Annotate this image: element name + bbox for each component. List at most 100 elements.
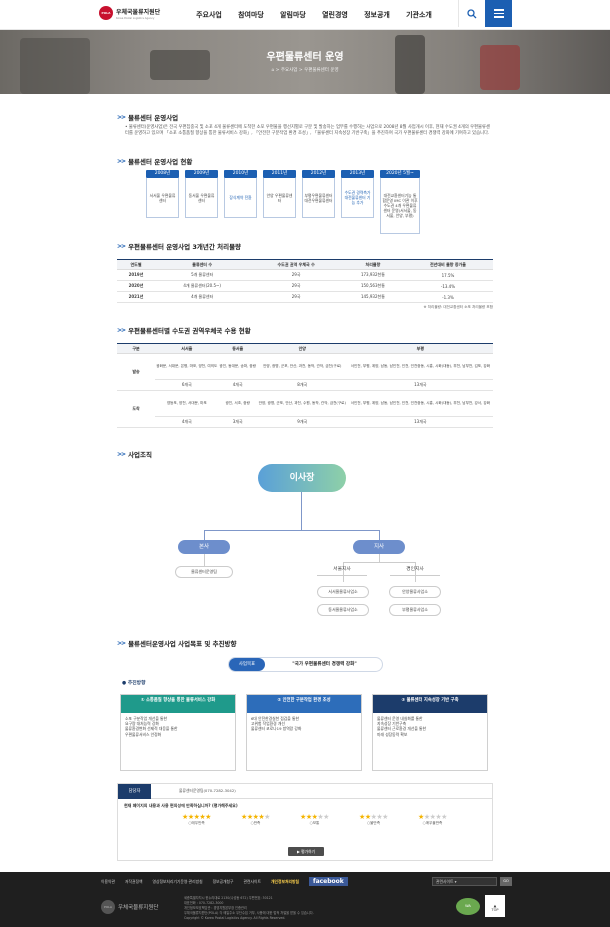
breadcrumb: ⌂ > 주요사업 > 우편물류센터 운영 bbox=[271, 68, 339, 73]
footer-address: 세종특별자치시 한누리대로 2130(나성동 672) 우편번호: 30121 … bbox=[184, 896, 314, 920]
timeline-item: 2020년 5월~대전교환센터기능 통합운영 IMC 이관 이후 수도권 4개 … bbox=[380, 170, 420, 234]
org-name: 우체국물류지원단 bbox=[116, 8, 161, 16]
section-title: 물류센터 운영사업 현황 bbox=[128, 158, 193, 166]
submit-rating-button[interactable]: ▶ 평가하기 bbox=[288, 847, 324, 856]
family-site-go-button[interactable]: GO bbox=[500, 877, 512, 886]
org-subtitle: Korea Postal Logistics Agency bbox=[116, 16, 155, 20]
goal-text: "국가 우편물류센터 경쟁력 강화" bbox=[292, 662, 357, 667]
section-arrow-icon: >> bbox=[117, 450, 126, 458]
business-goal: 사업목표 "국가 우편물류센터 경쟁력 강화" bbox=[228, 657, 383, 672]
rating-option[interactable]: ★★★★★○매우만족 bbox=[167, 813, 226, 826]
section-title: 물류센터운영사업 사업목표 및 추진방향 bbox=[128, 640, 237, 648]
org-gyeongin-branch: 경인지사 bbox=[390, 564, 440, 576]
footer-link[interactable]: 저작권정책 bbox=[124, 878, 143, 884]
contact-info: 물류센터운영팀(070-7282-3042) bbox=[179, 788, 236, 793]
survey-question: 현재 페이지의 내용과 사용 편의성에 만족하십니까? (평가해주세요) bbox=[124, 803, 238, 808]
rating-option[interactable]: ★★★★★○보통 bbox=[285, 813, 344, 826]
page-visual-banner: 우편물류센터 운영 ⌂ > 주요사업 > 우편물류센터 운영 bbox=[0, 30, 610, 94]
section-organization: >>사업조직 bbox=[117, 449, 493, 460]
footer-links: 이용약관 저작권정책 영상정보처리기기운영·관리방침 정보공개청구 관련사이트 … bbox=[101, 877, 348, 886]
arrow-up-icon: ▲ bbox=[493, 904, 497, 908]
satisfaction-survey: 담당자 물류센터운영팀(070-7282-3042) 현재 페이지의 내용과 사… bbox=[117, 783, 493, 861]
site-header: POLA 우체국물류지원단 Korea Postal Logistics Age… bbox=[0, 0, 610, 30]
rating-option[interactable]: ★★★★★○매우불만족 bbox=[403, 813, 462, 826]
section-title: 사업조직 bbox=[128, 451, 152, 459]
site-logo[interactable]: POLA 우체국물류지원단 Korea Postal Logistics Age… bbox=[99, 6, 160, 20]
goal-label: 사업목표 bbox=[229, 658, 265, 671]
table-note: ※ 처리물량: 대전교환센터 소포 처리물량 포함 bbox=[423, 305, 493, 309]
section-arrow-icon: >> bbox=[117, 639, 126, 647]
org-hq-team: 물류센터운영팀 bbox=[175, 566, 233, 578]
nav-item-participation[interactable]: 참여마당 bbox=[238, 11, 264, 19]
star-icon: ★★★★★ bbox=[182, 813, 211, 821]
section-arrow-icon: >> bbox=[117, 157, 126, 165]
nav-item-about[interactable]: 기관소개 bbox=[406, 11, 432, 19]
section-arrow-icon: >> bbox=[117, 113, 126, 121]
footer-link-privacy[interactable]: 개인정보처리방침 bbox=[271, 878, 299, 884]
certification-badge-icon: WA bbox=[456, 898, 480, 915]
pola-logo-mark: POLA bbox=[99, 6, 113, 20]
org-seoul-branch: 서울지사 bbox=[317, 564, 367, 576]
rating-option[interactable]: ★★★★★○만족 bbox=[226, 813, 285, 826]
org-branch: 지사 bbox=[353, 540, 405, 554]
direction-label: ● 추진방향 bbox=[122, 681, 146, 686]
section-description: • 물류센터(운영사업)은 전국 우편집중국 및 소포 4개 물류센터에 도착한… bbox=[125, 125, 490, 136]
contact-tab[interactable]: 담당자 bbox=[118, 783, 151, 799]
section-volume: >>우편물류센터 운영사업 3개년간 처리물량 연도별 물류센터 수 수도권 권… bbox=[117, 241, 493, 310]
section-title: 우편물류센터별 수도권 권역우체국 수용 현황 bbox=[128, 327, 251, 335]
table-row: 도착 영등포, 양천, 서대문, 마포 광진, 서초, 중랑 안양, 광명, 군… bbox=[117, 390, 493, 428]
org-ceo: 이사장 bbox=[258, 464, 346, 492]
org-center: 동서울물류사업소 bbox=[317, 604, 369, 616]
footer-link[interactable]: 관련사이트 bbox=[243, 878, 262, 884]
facebook-link[interactable]: facebook bbox=[308, 877, 348, 886]
nav-item-open-management[interactable]: 열린경영 bbox=[322, 11, 348, 19]
star-icon: ★★★★★ bbox=[300, 813, 329, 821]
nav-item-notice[interactable]: 알림마당 bbox=[280, 11, 306, 19]
star-icon: ★★★★★ bbox=[418, 813, 447, 821]
main-nav: 주요사업 참여마당 알림마당 열린경영 정보공개 기관소개 bbox=[188, 10, 440, 20]
banner-photo-shape bbox=[20, 38, 90, 94]
nav-item-projects[interactable]: 주요사업 bbox=[196, 11, 222, 19]
banner-photo-shape bbox=[395, 35, 425, 94]
table-header: 구분 서서울 동서울 안양 부평 bbox=[117, 343, 493, 354]
page-title: 우편물류센터 운영 bbox=[266, 52, 344, 63]
footer-link[interactable]: 이용약관 bbox=[101, 878, 115, 884]
scroll-top-button[interactable]: ▲TOP bbox=[485, 895, 505, 917]
section-arrow-icon: >> bbox=[117, 326, 126, 334]
nav-item-disclosure[interactable]: 정보공개 bbox=[364, 11, 390, 19]
family-site-select[interactable]: 관련사이트 ▾ bbox=[432, 877, 497, 886]
org-hq: 본사 bbox=[178, 540, 230, 554]
home-icon[interactable]: ⌂ bbox=[271, 68, 275, 73]
site-footer: 이용약관 저작권정책 영상정보처리기기운영·관리방침 정보공개청구 관련사이트 … bbox=[0, 872, 610, 927]
footer-link[interactable]: 정보공개청구 bbox=[212, 878, 234, 884]
footer-logo: POLA 우체국물류지원단 bbox=[101, 900, 158, 914]
section-coverage: >>우편물류센터별 수도권 권역우체국 수용 현황 구분 서서울 동서울 안양 … bbox=[117, 325, 493, 428]
org-center: 안양물류사업소 bbox=[389, 586, 441, 598]
footer-link[interactable]: 영상정보처리기기운영·관리방침 bbox=[152, 878, 203, 884]
search-button[interactable] bbox=[458, 0, 485, 27]
org-chart: 이사장 본사 지사 물류센터운영팀 서울지사 경인지사 서서울물류사업소 동서울… bbox=[117, 456, 493, 636]
banner-photo-shape bbox=[480, 45, 520, 90]
hamburger-icon bbox=[493, 9, 504, 11]
table-header: 연도별 물류센터 수 수도권 권역 우체국 수 처리물량 전년대비 물량 증가율 bbox=[117, 259, 493, 270]
org-center: 부평물류사업소 bbox=[389, 604, 441, 616]
volume-table: 연도별 물류센터 수 수도권 권역 우체국 수 처리물량 전년대비 물량 증가율… bbox=[117, 259, 493, 303]
rating-option[interactable]: ★★★★★○불만족 bbox=[344, 813, 403, 826]
table-row: 발송 광화문, 서대문, 은평, 마포, 양천, 여의도 광진, 동대문, 송파… bbox=[117, 353, 493, 391]
pola-logo-mark: POLA bbox=[101, 900, 115, 914]
section-logistics-business: >>물류센터 운영사업 • 물류센터(운영사업)은 전국 우편집중국 및 소포 … bbox=[117, 112, 493, 137]
menu-button[interactable] bbox=[485, 0, 512, 27]
